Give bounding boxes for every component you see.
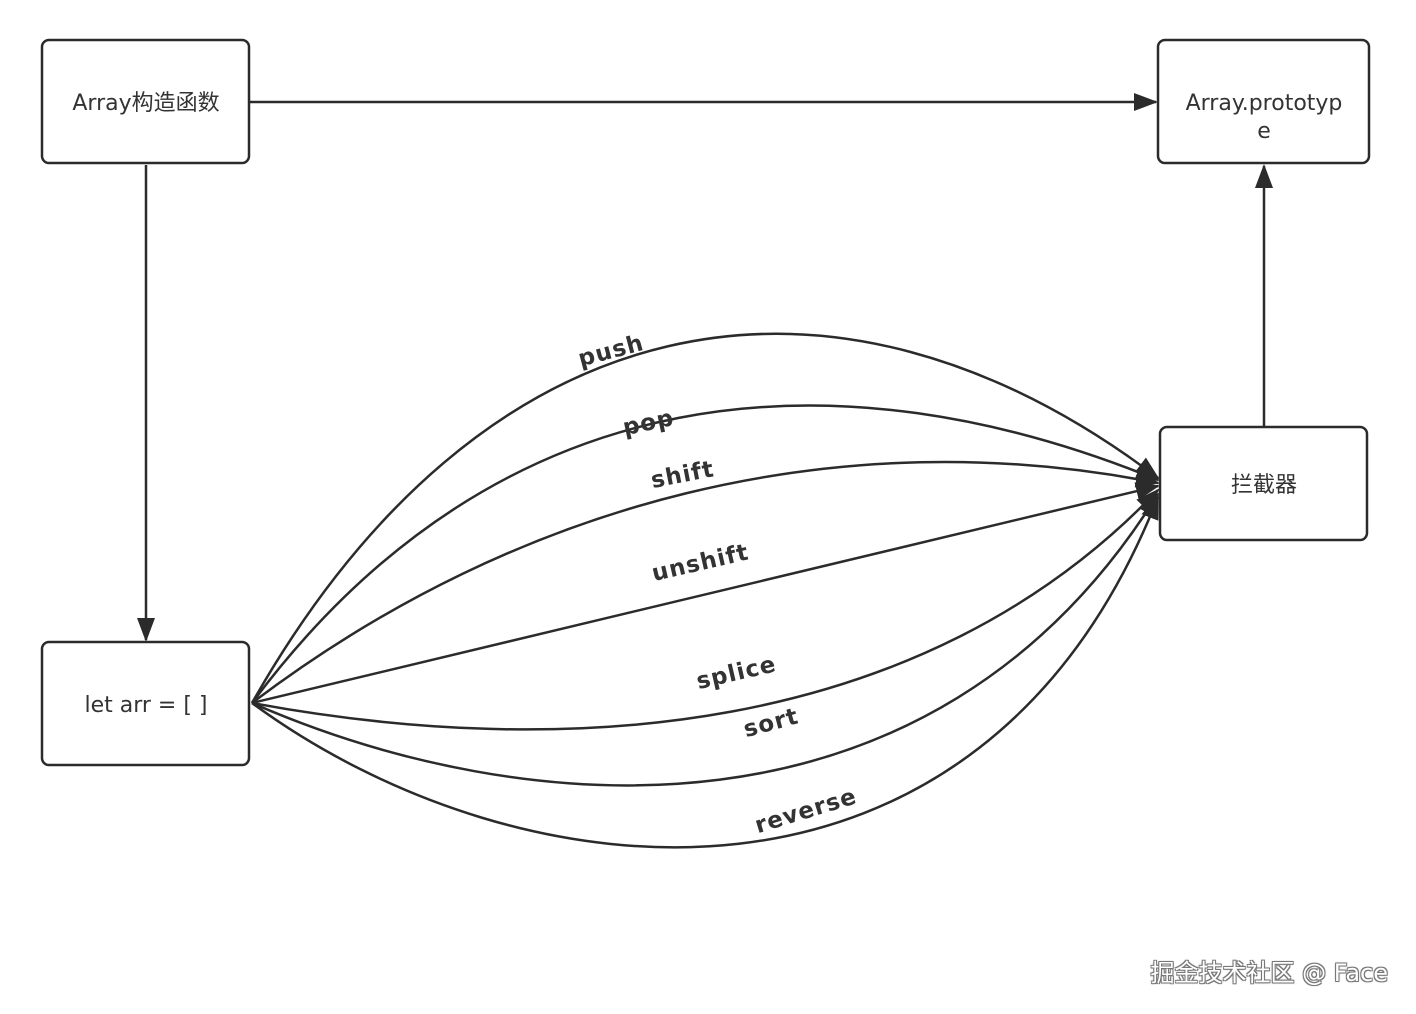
label-pop: pop <box>621 405 677 441</box>
label-splice: splice <box>694 651 779 695</box>
label-unshift: unshift <box>649 539 751 587</box>
edge-pop <box>250 404 1160 704</box>
node-let-arr: let arr = [ ] <box>40 640 251 767</box>
edge-unshift <box>251 482 1160 705</box>
label-push: push <box>576 330 647 372</box>
edge-reverse <box>251 495 1160 849</box>
edge-splice <box>251 488 1160 731</box>
watermark: 掘金技术社区 @ Face <box>1150 959 1388 987</box>
node-array-constructor: Array构造函数 <box>40 38 251 165</box>
node-interceptor: 拦截器 <box>1158 425 1369 542</box>
node-let-arr-label: let arr = [ ] <box>84 693 207 718</box>
node-array-constructor-label: Array构造函数 <box>72 91 219 116</box>
node-array-prototype: Array.prototyp e <box>1156 38 1371 165</box>
node-interceptor-label: 拦截器 <box>1231 473 1297 498</box>
node-array-prototype-label-line1: Array.prototyp <box>1186 91 1343 116</box>
edge-push <box>250 332 1160 704</box>
edge-sort <box>251 492 1160 787</box>
edge-shift <box>251 460 1160 704</box>
node-array-prototype-label-line2: e <box>1257 119 1271 144</box>
label-sort: sort <box>741 703 802 743</box>
